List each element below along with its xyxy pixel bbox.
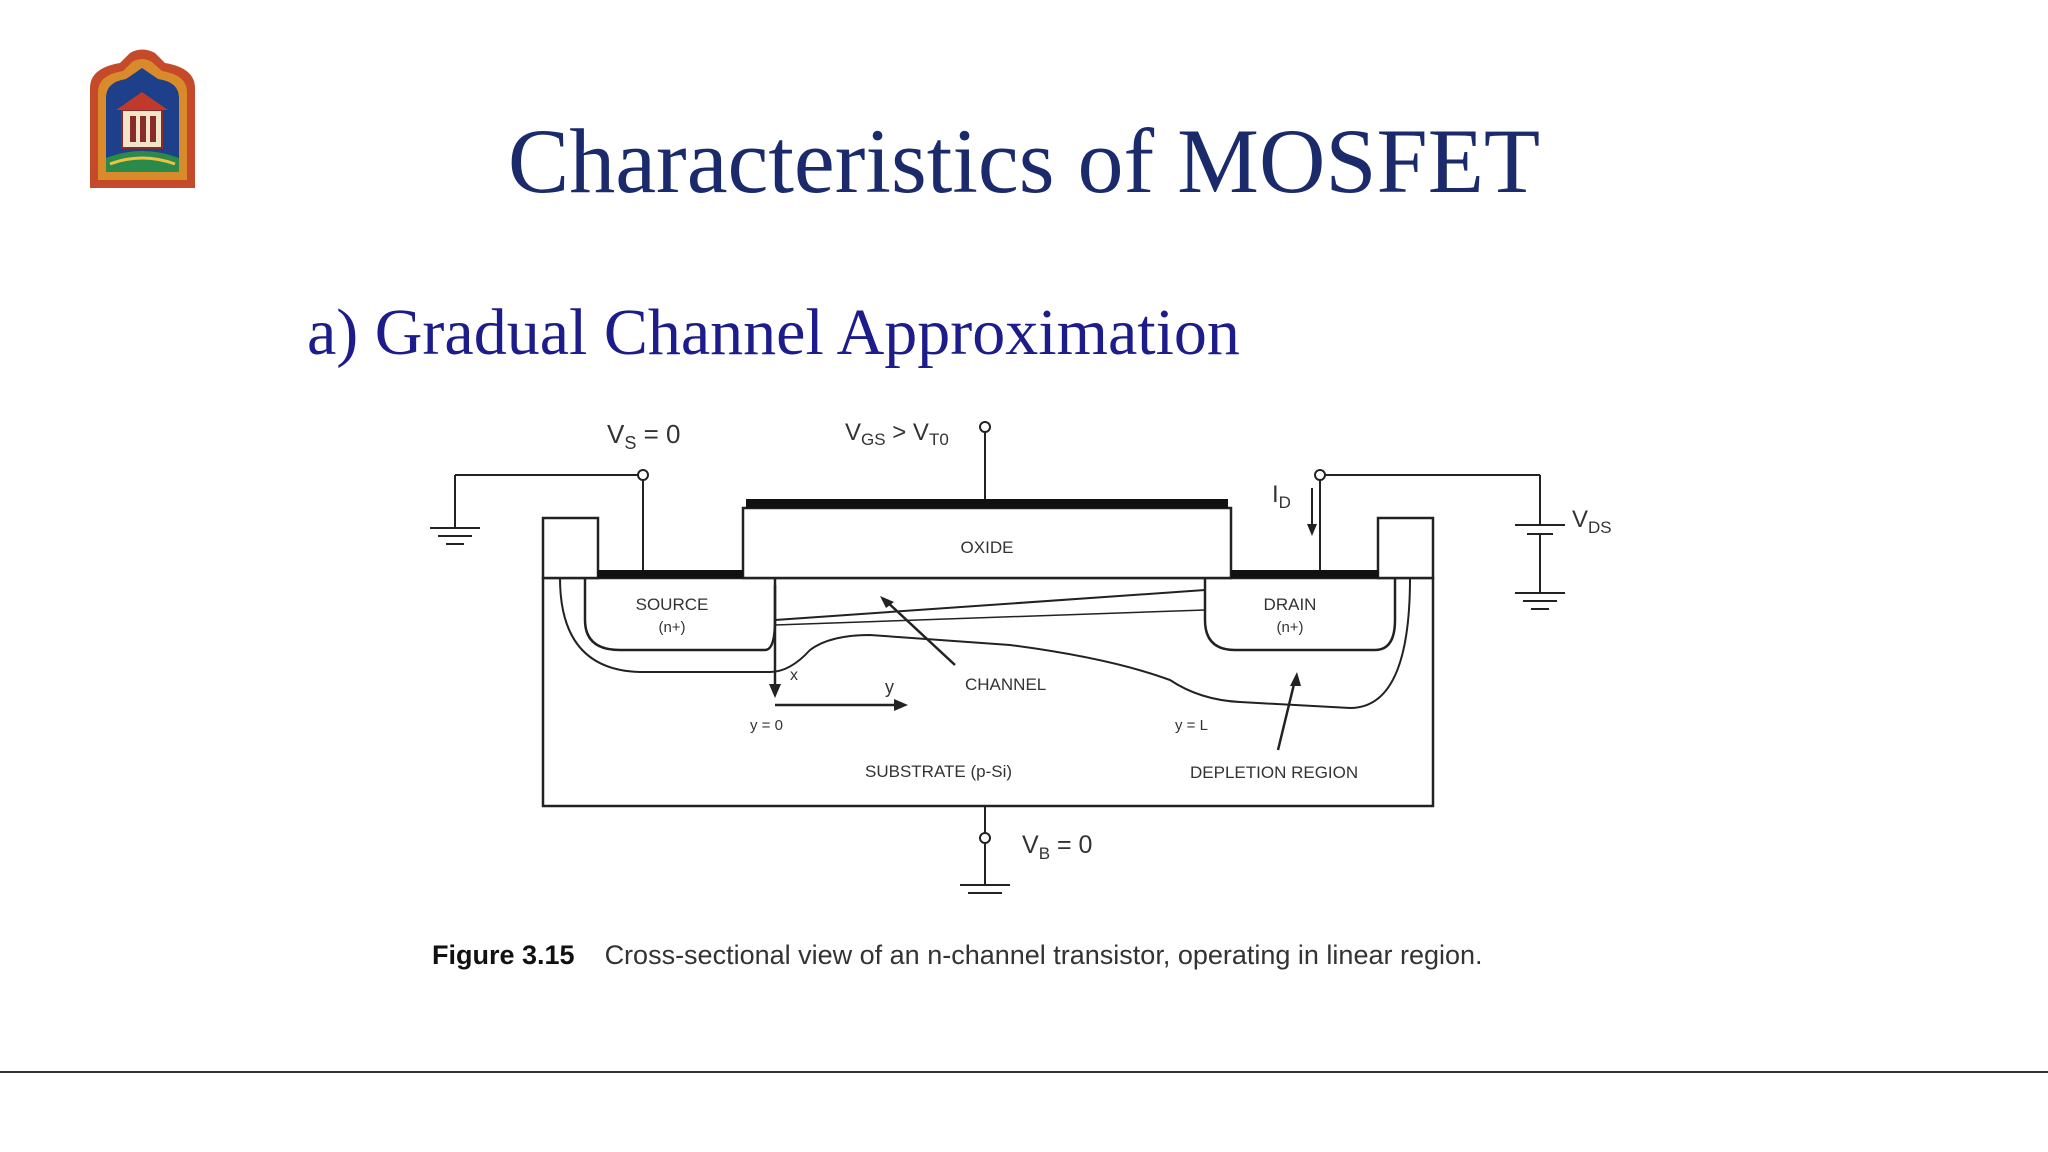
left-body-contact: [541, 516, 600, 580]
drain-metal: [1231, 570, 1378, 578]
figure-number: Figure 3.15: [432, 940, 575, 970]
depletion-pointer: [1276, 679, 1297, 751]
channel-top: [774, 589, 1206, 621]
depletion-boundary: [559, 577, 1411, 710]
source-region: [583, 578, 777, 652]
oxide-label: OXIDE: [961, 538, 1014, 557]
institute-logo: [90, 49, 195, 188]
drain-region: [1203, 578, 1397, 652]
y0-label: y = 0: [750, 717, 783, 734]
gate-metal: [746, 499, 1228, 508]
yL-label: y = L: [1175, 717, 1208, 734]
source-type-label: (n+): [658, 619, 685, 636]
vds-label: VDS: [1572, 506, 1612, 537]
footer-divider: [0, 1071, 2048, 1073]
mosfet-cross-section-diagram: VS = 0 VGS > VT0 ID VDS OXIDE SOURCE (n+…: [430, 419, 1612, 894]
oxide-layer: [741, 506, 1233, 580]
figure-caption-text: Cross-sectional view of an n-channel tra…: [604, 940, 1483, 970]
slide-subtitle: a) Gradual Channel Approximation: [307, 296, 1240, 369]
depletion-label: DEPLETION REGION: [1190, 763, 1358, 782]
gate-terminal: [979, 421, 991, 433]
source-metal: [598, 570, 743, 578]
slide-title: Characteristics of MOSFET: [507, 110, 1541, 212]
vgs-label: VGS > VT0: [845, 419, 949, 449]
drain-label: DRAIN: [1264, 595, 1317, 614]
drain-type-label: (n+): [1276, 619, 1303, 636]
vs-label: VS = 0: [607, 419, 680, 453]
source-label: SOURCE: [636, 595, 709, 614]
right-body-contact: [1376, 516, 1435, 580]
substrate-terminal: [979, 832, 991, 844]
substrate-label: SUBSTRATE (p-Si): [865, 762, 1012, 781]
id-label: ID: [1272, 481, 1291, 512]
x-axis-label: x: [790, 667, 798, 684]
drain-terminal: [1314, 469, 1326, 481]
channel-bottom: [774, 609, 1206, 626]
channel-pointer: [884, 599, 956, 666]
y-axis-label: y: [885, 677, 894, 697]
channel-label: CHANNEL: [965, 675, 1046, 694]
figure-caption: Figure 3.15 Cross-sectional view of an n-…: [432, 940, 1483, 971]
vb-label: VB = 0: [1022, 831, 1092, 863]
source-terminal: [637, 469, 649, 481]
